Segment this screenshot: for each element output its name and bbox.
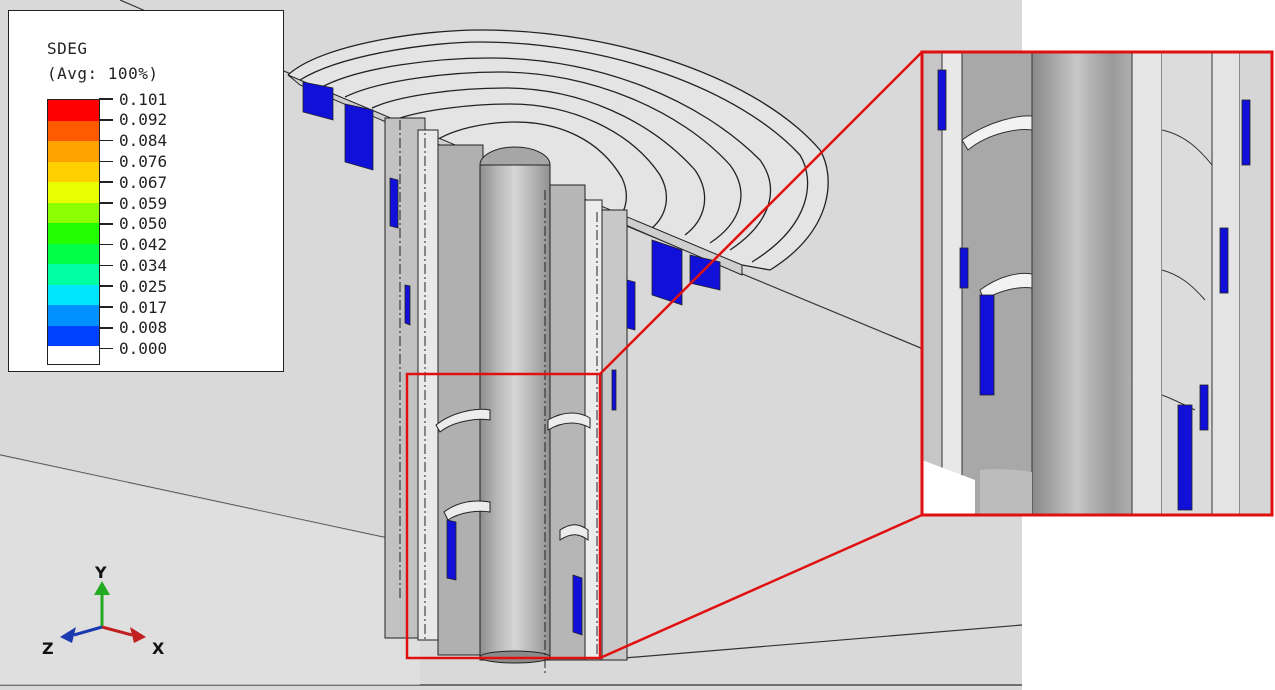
legend-level-label: 0.008 (119, 318, 168, 338)
pile-sleeves (384, 117, 628, 664)
legend-swatch (48, 100, 99, 121)
legend-level-label: 0.042 (119, 235, 168, 255)
legend-level: 0.059 (99, 193, 167, 213)
legend-level: 0.084 (99, 131, 167, 151)
legend-level: 0.076 (99, 151, 167, 171)
legend-variable: SDEG (47, 39, 88, 58)
legend-level-label: 0.017 (119, 297, 168, 317)
top-plate (287, 29, 829, 271)
legend-swatch (48, 120, 99, 141)
legend-level-label: 0.000 (119, 339, 168, 359)
legend-swatch (48, 243, 99, 264)
legend-level-label: 0.059 (119, 193, 168, 213)
legend-level: 0.092 (99, 110, 167, 130)
zoom-region-marker (405, 372, 602, 660)
legend-swatch (48, 325, 99, 346)
legend-level: 0.017 (99, 297, 167, 317)
legend-swatch (48, 305, 99, 326)
legend-level: 0.067 (99, 172, 167, 192)
legend-swatch (48, 182, 99, 203)
legend-level-label: 0.050 (119, 214, 168, 234)
legend-level: 0.025 (99, 276, 167, 296)
legend-averaging: (Avg: 100%) (47, 64, 159, 83)
legend-swatch (48, 141, 99, 162)
legend-level-label: 0.034 (119, 255, 168, 275)
legend-swatch (48, 202, 99, 223)
legend-level-label: 0.084 (119, 131, 168, 151)
legend-level-label: 0.101 (119, 89, 168, 109)
legend-level: 0.101 (99, 89, 167, 109)
legend-level: 0.042 (99, 235, 167, 255)
legend-swatch (48, 223, 99, 244)
legend-color-bar (47, 99, 100, 365)
x-axis-arrow (101, 625, 133, 637)
legend-swatch (48, 284, 99, 305)
legend-level-label: 0.025 (119, 276, 168, 296)
legend-level-label: 0.076 (119, 151, 168, 171)
legend-swatch (48, 161, 99, 182)
legend-level: 0.000 (99, 339, 167, 359)
axis-triad: Y Z X (30, 555, 180, 665)
legend-level-label: 0.092 (119, 110, 168, 130)
y-axis-label: Y (95, 563, 107, 582)
legend-level: 0.034 (99, 255, 167, 275)
legend-level: 0.008 (99, 318, 167, 338)
z-axis-label: Z (42, 639, 54, 658)
zoom-inset (922, 52, 1272, 515)
zoom-inset-frame (920, 50, 1274, 517)
damage-elements (302, 81, 721, 636)
z-axis-arrow (73, 625, 103, 637)
legend-level-label: 0.067 (119, 172, 168, 192)
legend-swatch (48, 264, 99, 285)
legend-level: 0.050 (99, 214, 167, 234)
x-axis-label: X (152, 639, 165, 658)
